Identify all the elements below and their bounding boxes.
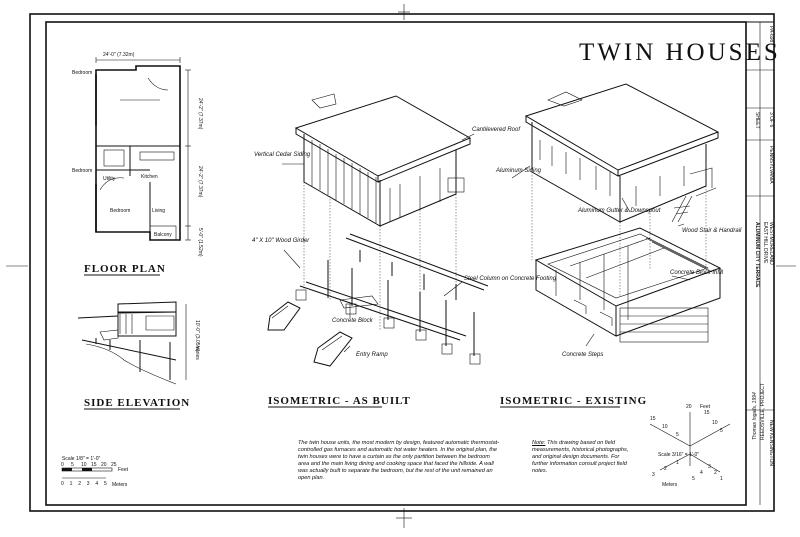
tb-sheet-number: 3 OF 6 [768, 112, 774, 128]
scale-iso-feet-tick: 15 [704, 410, 710, 416]
scale-iso-meter-tick: 2 [714, 470, 717, 476]
room-bedroom-bottom: Bedroom [110, 208, 130, 214]
tb-county: WESTMORELAND [768, 222, 774, 265]
scale-left-meter-unit: Meters [112, 482, 128, 488]
scale-iso-meter-tick: 1 [720, 476, 723, 482]
scale-left-feet-unit: Feet [118, 467, 129, 473]
scale-left-feet-tick: 5 [71, 462, 74, 468]
inner-border [45, 21, 747, 506]
scale-left-meter-tick: 2 [78, 481, 81, 487]
title-block: PA-698 SHEET 3 OF 6 PENNSYLVANIA ALUMINU… [746, 22, 774, 505]
scale-iso-meter-tick: 3 [708, 464, 711, 470]
isometric-existing: Aluminum Siding Aluminum Gutter & Downsp… [495, 83, 742, 358]
scale-iso-feet-tick: 10 [662, 424, 668, 430]
scale-iso-feet-tick: 15 [650, 416, 656, 422]
plan-dim-lower: 24'-2" (7.37m) [197, 166, 203, 198]
scale-left-meter-tick: 0 [61, 481, 64, 487]
callout-wood-stair: Wood Stair & Handrail [682, 228, 742, 234]
plan-width-dim: 24'-0" (7.32m) [103, 52, 135, 58]
scale-left-label: Scale 1/8" = 1'-0" [62, 456, 101, 462]
callout-concrete-block-infill: Concrete Block Infill [670, 270, 724, 276]
tb-survey-number: PA-698 [768, 26, 774, 43]
room-balcony: Balcony [154, 232, 172, 238]
scale-left-meter-tick: 1 [70, 481, 73, 487]
tb-delineator-org: REEDSVILLE, PROJECT [760, 383, 766, 440]
tb-project: ALUMINUM CITY TERRACE [754, 222, 760, 288]
callout-steel-column: Steel Column on Concrete Footing [464, 276, 557, 282]
scale-left-feet-tick: 0 [61, 462, 64, 468]
scale-iso [649, 412, 731, 473]
scale-left-meter-tick: 4 [95, 481, 98, 487]
floor-plan: 24'-0" (7.32m) Bedroom Bedroom Utility K… [72, 52, 203, 257]
side-elevation-title: SIDE ELEVATION [84, 397, 190, 409]
outer-border [29, 13, 775, 512]
callout-entry-ramp: Entry Ramp [356, 352, 388, 358]
scale-iso-feet-unit: Feet [700, 404, 711, 410]
scale-iso-feet-tick: 5 [676, 432, 679, 438]
scale-iso-meter-unit: Meters [662, 482, 678, 488]
tb-delineator-name: Thomas Ingalls, 1994 [752, 392, 758, 440]
callout-aluminum-siding: Aluminum Siding [495, 168, 542, 174]
scale-left-meter-tick: 5 [104, 481, 107, 487]
iso-as-built-title: ISOMETRIC - AS BUILT [268, 395, 411, 407]
scale-iso-label: Scale 3/16" = 1'-0" [658, 452, 699, 458]
scale-left-feet-tick: 20 [101, 462, 107, 468]
callout-concrete-steps: Concrete Steps [562, 352, 603, 358]
note-block: Note: This drawing based on field measur… [532, 440, 636, 475]
room-utility: Utility [103, 176, 116, 182]
room-living: Living [152, 208, 165, 214]
scale-iso-meter-tick: 3 [652, 472, 655, 478]
isometric-as-built: Cantilevered Roof Vertical Cedar Siding … [252, 93, 557, 367]
note-text: This drawing based on field measurements… [532, 440, 629, 474]
tb-city: NEW KENSINGTON [768, 420, 774, 466]
sheet-title: TWIN HOUSES [579, 39, 781, 66]
elev-dim-upper: 10'-0" (3.05m) [194, 320, 200, 352]
room-bedroom-left: Bedroom [72, 168, 92, 174]
scale-left-meter-tick: 3 [87, 481, 90, 487]
plan-dim-small: 5'-0" (1.52m) [197, 228, 203, 257]
side-elevation: 10'-0" (3.05m) Varies [77, 301, 200, 385]
plan-dim-upper: 24'-2" (7.37m) [197, 98, 203, 130]
room-bedroom-top: Bedroom [72, 70, 92, 76]
floor-plan-title: FLOOR PLAN [84, 263, 166, 275]
scale-iso-feet-tick: 10 [712, 420, 718, 426]
scale-left-feet-tick: 15 [91, 462, 97, 468]
callout-gutter-downspout: Aluminum Gutter & Downspout [577, 208, 661, 214]
elev-dim-lower: Varies [194, 346, 200, 360]
description-text: The twin house units, the most modern by… [298, 440, 500, 481]
tb-address: EAST HILL DRIVE [762, 222, 768, 264]
scale-iso-meter-tick: 4 [700, 470, 703, 476]
callout-vertical-cedar-siding: Vertical Cedar Siding [254, 152, 311, 158]
iso-existing-title: ISOMETRIC - EXISTING [500, 395, 647, 407]
tb-state: PENNSYLVANIA [768, 146, 774, 184]
note-label: Note: [532, 440, 546, 446]
callout-concrete-block: Concrete Block [332, 318, 374, 324]
callout-cantilevered-roof: Cantilevered Roof [472, 127, 521, 133]
scale-left-feet-tick: 25 [111, 462, 117, 468]
scale-iso-meter-tick: 2 [664, 466, 667, 472]
scale-iso-meter-tick: 5 [692, 476, 695, 482]
scale-iso-feet-tick: 20 [686, 404, 692, 410]
scale-iso-meter-tick: 1 [676, 460, 679, 466]
scale-iso-feet-tick: 5 [720, 428, 723, 434]
scale-left-feet-tick: 10 [81, 462, 87, 468]
callout-wood-girder: 4" X 10" Wood Girder [252, 238, 310, 244]
register-marks [6, 4, 796, 528]
room-kitchen: Kitchen [141, 174, 158, 180]
tb-sheet-prefix: SHEET [754, 112, 760, 129]
